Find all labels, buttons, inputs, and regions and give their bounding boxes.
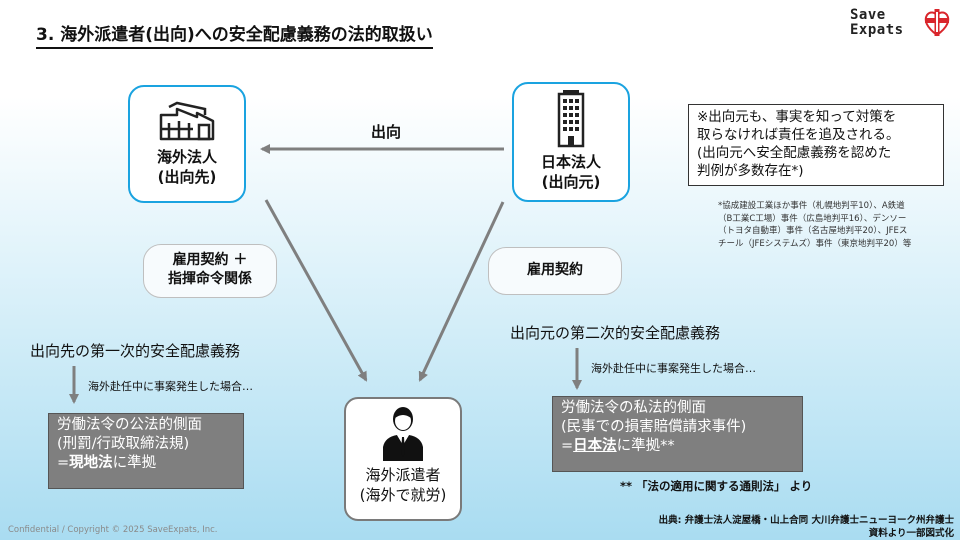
right-box-line3: =日本法に準拠** xyxy=(561,438,675,454)
local-law-emphasis: 現地法 xyxy=(69,455,113,471)
note-line: 取らなければ責任を追及される。 xyxy=(697,127,900,143)
japan-entity-role: (出向元) xyxy=(541,173,601,191)
note-line: 判例が多数存在*) xyxy=(697,163,804,179)
worker-role: (海外で就労) xyxy=(359,486,447,504)
parent-liability-note: ※出向元も、事実を知って対策を 取らなければ責任を追及される。 (出向元へ安全配… xyxy=(688,104,944,186)
right-occurrence-text: 海外赴任中に事案発生した場合… xyxy=(591,362,756,375)
right-box-line2: (民事での損害賠償請求事件) xyxy=(561,419,747,435)
case-line: チール（JFEシステムズ）事件（東京地判平20）等 xyxy=(718,238,912,249)
japan-entity-box: 日本法人 (出向元) xyxy=(512,82,630,202)
japan-entity-name: 日本法人 xyxy=(540,153,601,171)
right-relation-label: 雇用契約 xyxy=(527,262,583,278)
left-employment-arrow xyxy=(264,199,368,382)
worker-box: 海外派遣者 (海外で就労) xyxy=(344,397,462,521)
right-duty-heading: 出向元の第二次的安全配慮義務 xyxy=(510,324,721,342)
law-reference: ** 「法の適用に関する通則法」 より xyxy=(620,479,813,493)
japan-law-emphasis: 日本法 xyxy=(573,438,617,454)
left-duty-heading: 出向先の第一次的安全配慮義務 xyxy=(30,342,241,360)
logo-text: Save Expats xyxy=(850,8,904,38)
office-building-icon xyxy=(557,90,585,148)
left-box-line3: =現地法に準拠 xyxy=(57,455,157,471)
left-occurrence-text: 海外赴任中に事案発生した場合… xyxy=(88,380,253,393)
transfer-label: 出向 xyxy=(371,123,402,141)
left-box-line2: (刑罰/行政取締法規) xyxy=(57,436,190,452)
case-law-footnote: *協成建設工業ほか事件（札幌地判平10）、A鉄道 （B工業C工場）事件（広島地判… xyxy=(718,200,950,250)
case-line: （トヨタ自動車）事件（名古屋地判平20）、JFEス xyxy=(718,226,908,236)
case-line: *協成建設工業ほか事件（札幌地判平10）、A鉄道 xyxy=(718,201,905,211)
left-relation-line2: 指揮命令関係 xyxy=(168,271,252,287)
foreign-entity-name: 海外法人 xyxy=(156,148,217,166)
right-box-line1: 労働法令の私法的側面 xyxy=(561,400,706,416)
foreign-entity-role: (出向先) xyxy=(157,168,217,186)
worker-name: 海外派遣者 xyxy=(365,466,441,484)
left-box-line1: 労働法令の公法的側面 xyxy=(57,417,202,433)
businessman-icon xyxy=(383,407,423,461)
left-relation-line1: 雇用契約 ＋ xyxy=(172,252,248,268)
source-line1: 出典: 弁護士法人淀屋橋・山上合同 大川弁護士ニューヨーク州弁護士 xyxy=(658,515,954,526)
source-line2: 資料より一部図式化 xyxy=(868,528,954,539)
right-private-law-box: 労働法令の私法的側面 (民事での損害賠償請求事件) =日本法に準拠** xyxy=(552,396,803,472)
page-title: 3. 海外派遣者(出向)への安全配慮義務の法的取扱い xyxy=(36,24,433,49)
right-relation-pill: 雇用契約 xyxy=(488,247,622,295)
left-public-law-box: 労働法令の公法的側面 (刑罰/行政取締法規) =現地法に準拠 xyxy=(48,413,244,489)
left-relation-pill: 雇用契約 ＋ 指揮命令関係 xyxy=(143,244,277,298)
foreign-entity-box: 海外法人 (出向先) xyxy=(128,85,246,203)
logo-line2: Expats xyxy=(850,22,904,38)
note-line: (出向元へ安全配慮義務を認めた xyxy=(697,145,892,161)
source-citation: 出典: 弁護士法人淀屋橋・山上合同 大川弁護士ニューヨーク州弁護士 資料より一部… xyxy=(600,514,954,540)
case-line: （B工業C工場）事件（広島地判平16）、デンソー xyxy=(718,213,907,224)
copyright-text: Confidential / Copyright © 2025 SaveExpa… xyxy=(8,525,218,535)
logo-line1: Save xyxy=(850,7,886,23)
brand-logo: Save Expats xyxy=(850,8,954,42)
red-cross-heart-icon xyxy=(924,9,950,37)
note-line: ※出向元も、事実を知って対策を xyxy=(697,109,897,125)
right-employment-arrow xyxy=(418,201,505,382)
factory-icon xyxy=(159,101,215,141)
